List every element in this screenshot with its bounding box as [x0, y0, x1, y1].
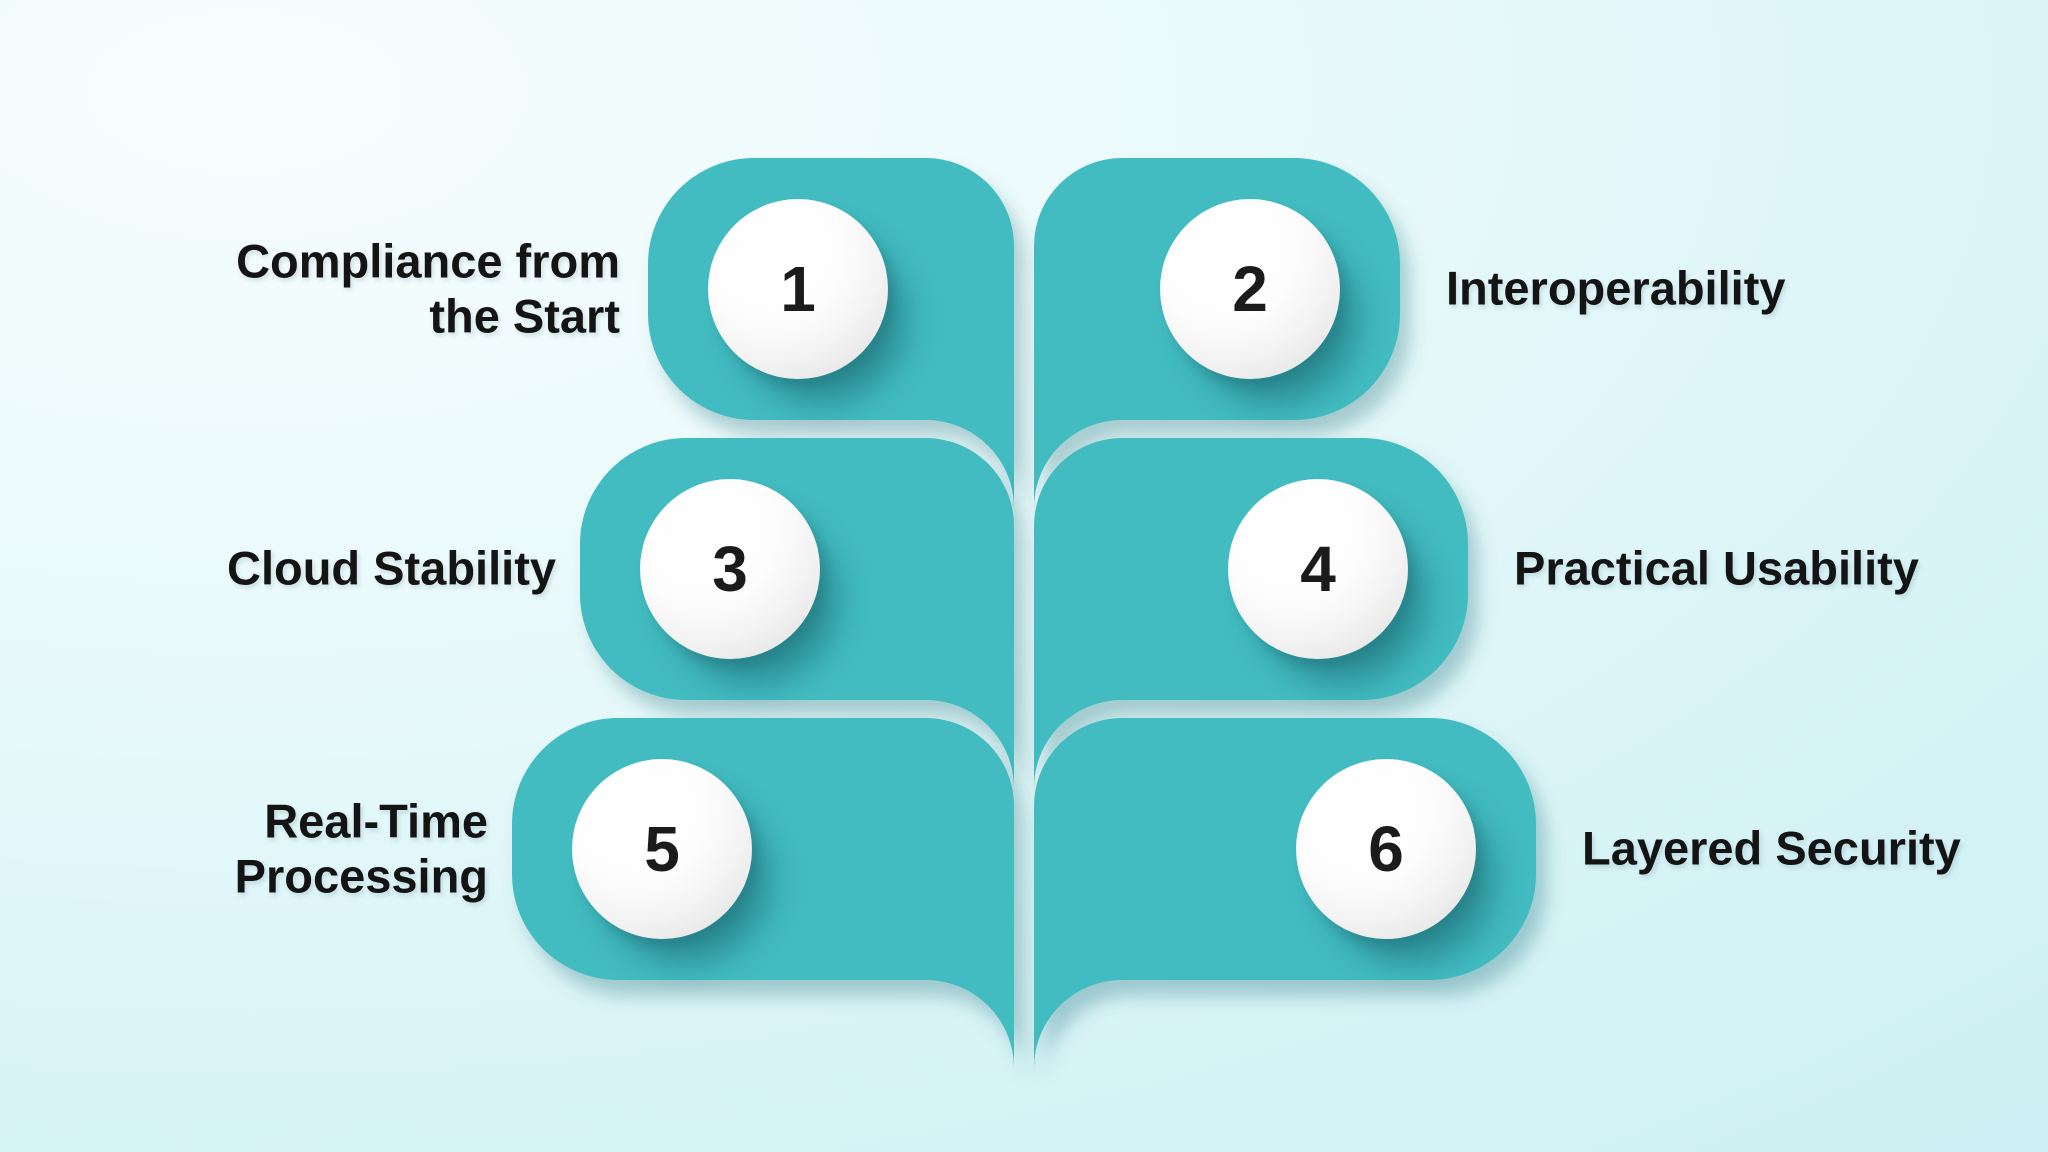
number-3: 3 — [712, 533, 748, 605]
label-compliance-from-the-start: Compliance from the Start — [236, 234, 620, 342]
number-1: 1 — [780, 253, 816, 325]
label-real-time-processing: Real-Time Processing — [234, 794, 488, 902]
label-interoperability: Interoperability — [1446, 261, 1786, 315]
number-4: 4 — [1300, 533, 1336, 605]
number-circle-2: 2 — [1160, 199, 1340, 379]
number-circle-1: 1 — [708, 199, 888, 379]
number-2: 2 — [1232, 253, 1268, 325]
number-5: 5 — [644, 813, 680, 885]
number-6: 6 — [1368, 813, 1404, 885]
label-practical-usability: Practical Usability — [1514, 541, 1919, 595]
label-layered-security: Layered Security — [1582, 821, 1961, 875]
number-circle-4: 4 — [1228, 479, 1408, 659]
number-circle-3: 3 — [640, 479, 820, 659]
label-cloud-stability: Cloud Stability — [227, 541, 556, 595]
number-circle-6: 6 — [1296, 759, 1476, 939]
number-circle-5: 5 — [572, 759, 752, 939]
